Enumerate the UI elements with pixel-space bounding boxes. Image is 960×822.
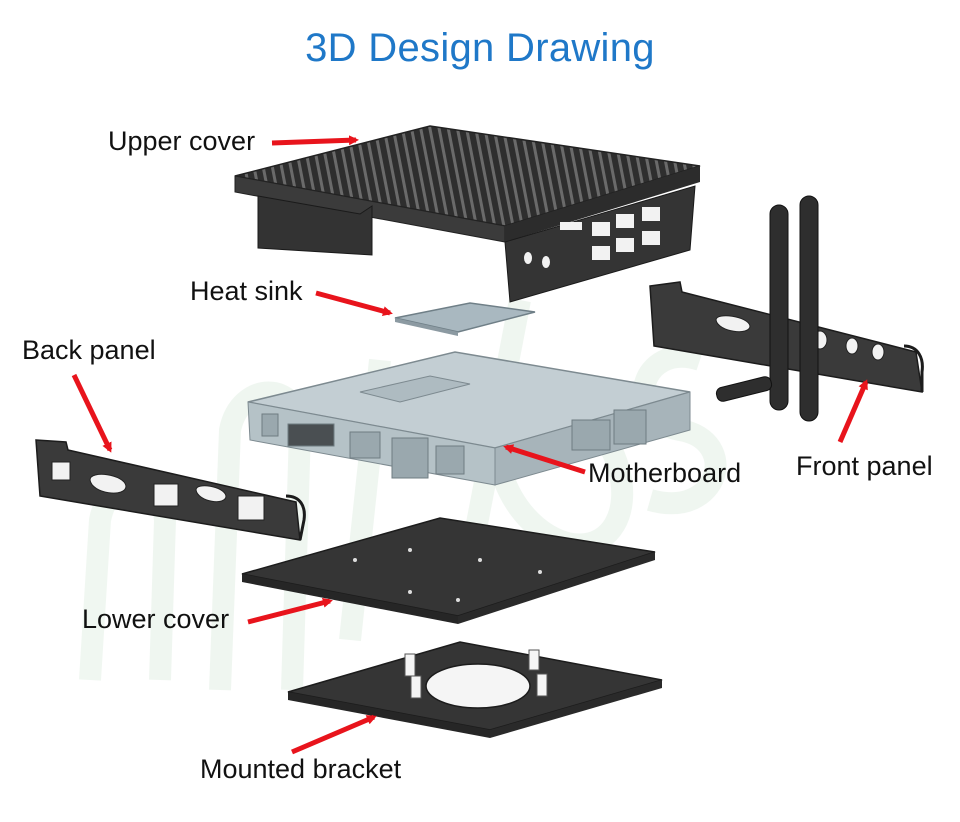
label-motherboard: Motherboard bbox=[588, 458, 742, 488]
lower-cover-part bbox=[241, 517, 656, 624]
upper-cover-part bbox=[234, 125, 701, 303]
diagram-title: 3D Design Drawing bbox=[305, 26, 655, 70]
heat-sink-part bbox=[394, 302, 536, 336]
label-arrows bbox=[71, 135, 869, 755]
arrow-upper-cover bbox=[271, 135, 359, 146]
label-lower-cover: Lower cover bbox=[82, 604, 230, 634]
label-upper-cover: Upper cover bbox=[108, 126, 256, 156]
label-front-panel: Front panel bbox=[796, 451, 933, 481]
arrow-front-panel bbox=[837, 379, 869, 443]
mounted-bracket-part bbox=[287, 641, 663, 738]
back-panel-part bbox=[35, 439, 306, 541]
arrow-heat-sink bbox=[315, 290, 393, 317]
front-panel-part bbox=[649, 195, 924, 422]
arrow-lower-cover bbox=[247, 597, 333, 625]
label-back-panel: Back panel bbox=[22, 335, 156, 365]
label-heat-sink: Heat sink bbox=[190, 276, 303, 306]
label-mounted-bracket: Mounted bracket bbox=[200, 754, 402, 784]
motherboard-part bbox=[247, 351, 691, 486]
arrow-mounted-bracket bbox=[291, 714, 377, 755]
arrow-motherboard bbox=[503, 444, 586, 475]
arrow-back-panel bbox=[71, 373, 113, 453]
